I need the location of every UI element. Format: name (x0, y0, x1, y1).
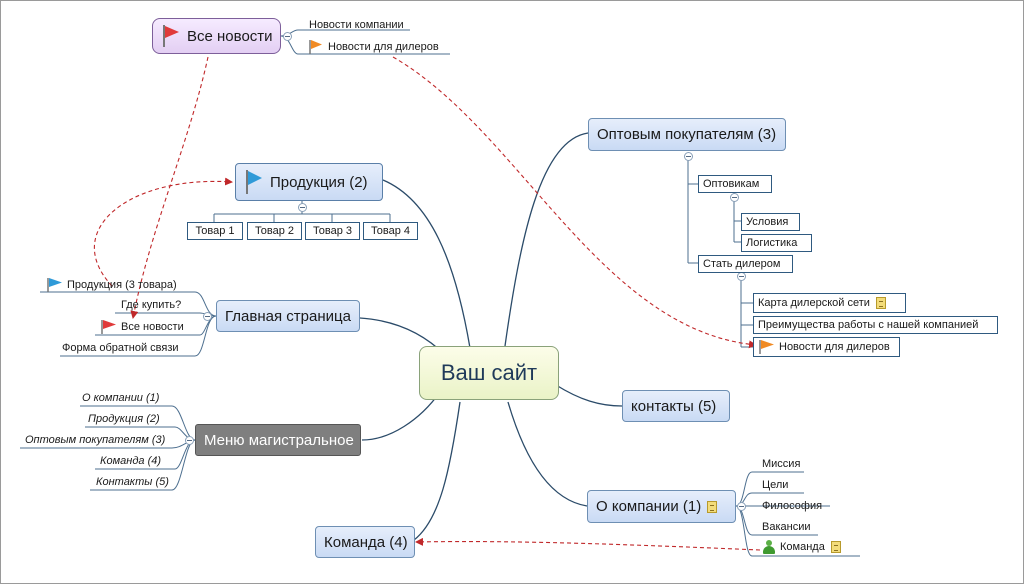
topic-about-label: О компании (1) (596, 498, 702, 515)
branch-about (507, 401, 588, 507)
note-icon (707, 500, 718, 513)
topic-team[interactable]: Команда (4) (315, 526, 415, 558)
topic-all-news-label: Все новости (187, 27, 273, 45)
about-child-vacancies[interactable]: Вакансии (762, 521, 811, 533)
collapse-wholesale[interactable] (684, 152, 693, 161)
topic-products-label: Продукция (2) (270, 173, 368, 191)
branch-wholesale (504, 132, 589, 347)
flag-orange-icon (309, 40, 322, 54)
menu-child[interactable]: О компании (1) (82, 392, 160, 404)
topic-products[interactable]: Продукция (2) (235, 163, 383, 201)
product-item[interactable]: Товар 1 (187, 222, 243, 240)
flag-blue-icon (246, 170, 262, 194)
collapse-products[interactable] (298, 203, 307, 212)
menu-child[interactable]: Контакты (5) (96, 476, 169, 488)
topic-main-menu-label: Меню магистральное (204, 431, 354, 449)
product-item[interactable]: Товар 2 (247, 222, 302, 240)
collapse-dealer[interactable] (737, 272, 746, 281)
topic-contacts-label: контакты (5) (631, 397, 717, 415)
topic-home-page[interactable]: Главная страница (216, 300, 360, 332)
relationship-arrows (93, 56, 761, 551)
topic-team-label: Команда (4) (324, 533, 408, 551)
collapse-all-news[interactable] (283, 32, 292, 41)
dealer-child-advantages[interactable]: Преимущества работы с нашей компанией (753, 316, 998, 334)
about-child-team[interactable]: Команда (762, 540, 841, 554)
branch-team (413, 401, 461, 541)
product-item[interactable]: Товар 3 (305, 222, 360, 240)
main-branches (359, 132, 623, 541)
topic-about[interactable]: О компании (1) (587, 490, 736, 523)
topic-main-menu[interactable]: Меню магистральное (195, 424, 361, 456)
about-child-mission[interactable]: Миссия (762, 458, 801, 470)
collapse-home[interactable] (203, 312, 212, 321)
wholesalers-child-conditions[interactable]: Условия (741, 213, 800, 231)
home-child-where-to-buy[interactable]: Где купить? (121, 299, 182, 311)
topic-all-news[interactable]: Все новости (152, 18, 281, 54)
flag-blue-icon (47, 278, 62, 292)
home-child-products[interactable]: Продукция (3 товара) (46, 277, 177, 293)
subtopic-company-news[interactable]: Новости компании (309, 19, 404, 31)
relation-home-to-products (93, 177, 233, 287)
relation-dealernews (392, 56, 757, 349)
collapse-about[interactable] (737, 502, 746, 511)
menu-child[interactable]: Продукция (2) (88, 413, 160, 425)
about-child-philosophy[interactable]: Философия (762, 500, 823, 512)
topic-wholesale[interactable]: Оптовым покупателям (3) (588, 118, 786, 151)
central-topic[interactable]: Ваш сайт (419, 346, 559, 400)
menu-child[interactable]: Команда (4) (100, 455, 162, 467)
branch-menu (361, 391, 441, 441)
branch-contacts (555, 384, 623, 407)
central-topic-label: Ваш сайт (440, 360, 538, 385)
topic-home-page-label: Главная страница (225, 307, 351, 325)
subtopic-become-dealer[interactable]: Стать дилером (698, 255, 793, 273)
note-icon (830, 541, 841, 553)
relation-team (415, 537, 761, 551)
person-icon (762, 540, 776, 554)
menu-child[interactable]: Оптовым покупателям (3) (25, 434, 166, 446)
topic-contacts[interactable]: контакты (5) (622, 390, 730, 422)
collapse-wholesalers[interactable] (730, 193, 739, 202)
note-icon (875, 297, 886, 309)
flag-red-icon (163, 25, 179, 47)
dealer-child-network-map[interactable]: Карта дилерской сети (753, 293, 906, 313)
branch-products (382, 179, 471, 349)
flag-red-icon (101, 320, 116, 334)
home-child-all-news[interactable]: Все новости (100, 319, 184, 335)
collapse-menu[interactable] (185, 436, 194, 445)
flag-orange-icon (759, 340, 774, 354)
topic-wholesale-label: Оптовым покупателям (3) (597, 126, 777, 143)
subtopic-dealer-news[interactable]: Новости для дилеров (308, 39, 439, 55)
product-item[interactable]: Товар 4 (363, 222, 418, 240)
home-child-feedback-form[interactable]: Форма обратной связи (62, 342, 179, 354)
subtopic-wholesalers[interactable]: Оптовикам (698, 175, 772, 193)
wholesalers-child-logistics[interactable]: Логистика (741, 234, 812, 252)
dealer-child-dealer-news[interactable]: Новости для дилеров (753, 337, 900, 357)
about-child-goals[interactable]: Цели (762, 479, 789, 491)
